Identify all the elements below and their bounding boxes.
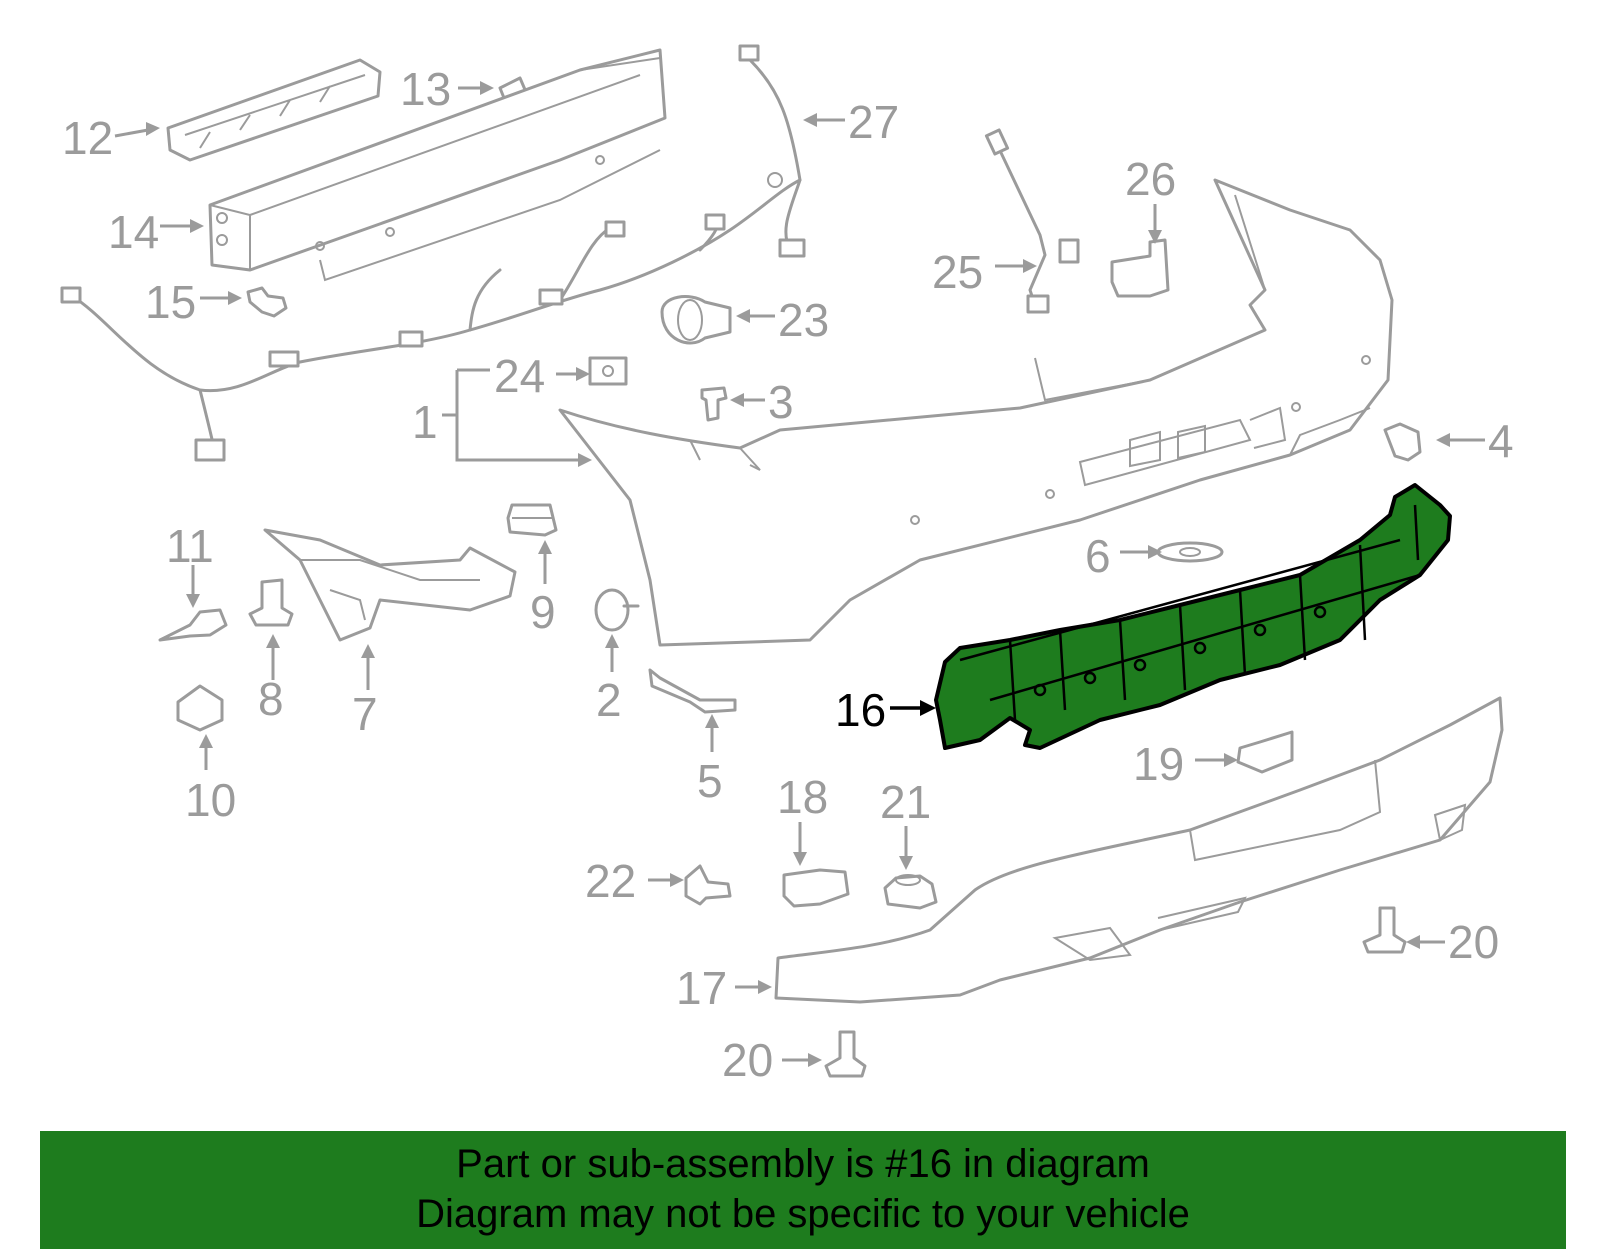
part-3-fastener <box>700 386 728 422</box>
part-25-sensor-wire <box>984 128 1080 314</box>
part-20-stud-bottom <box>824 1030 867 1078</box>
callout-15: 15 <box>145 276 196 328</box>
part-19-bracket <box>1236 730 1294 774</box>
banner-line-1: Part or sub-assembly is #16 in diagram <box>456 1142 1150 1186</box>
leader-lines <box>114 81 1485 1067</box>
callout-10: 10 <box>185 774 236 826</box>
part-2-bolt <box>594 588 640 632</box>
callout-20-bottom: 20 <box>722 1034 773 1086</box>
part-21-nut <box>883 874 938 910</box>
part-17-lower-valance <box>774 696 1504 1004</box>
part-16-energy-absorber <box>934 483 1452 750</box>
part-18-bracket <box>782 868 850 908</box>
part-22-pin <box>684 864 732 906</box>
callout-13: 13 <box>400 63 451 115</box>
callout-19: 19 <box>1133 738 1184 790</box>
part-11-rivet <box>158 608 228 642</box>
callout-11: 11 <box>166 520 214 572</box>
callout-1: 1 <box>412 396 438 448</box>
part-27-wiring-harness <box>60 44 806 462</box>
part-9-nut <box>506 503 558 537</box>
callout-24: 24 <box>494 350 545 402</box>
callout-3: 3 <box>768 376 794 428</box>
callout-21: 21 <box>880 776 931 828</box>
part-15-bolt <box>246 286 288 318</box>
part-23-sensor <box>660 295 732 345</box>
part-20-stud-right <box>1362 906 1407 954</box>
callout-22: 22 <box>585 855 636 907</box>
callout-12: 12 <box>62 112 113 164</box>
part-4-bolt <box>1383 422 1422 462</box>
callout-8: 8 <box>258 673 284 725</box>
part-1-bumper-cover <box>558 178 1394 647</box>
part-14-reinforcement <box>208 48 667 282</box>
part-6-washer <box>1156 541 1224 563</box>
callout-7: 7 <box>352 688 378 740</box>
callout-6: 6 <box>1085 530 1111 582</box>
callout-9: 9 <box>530 586 556 638</box>
callout-26: 26 <box>1125 153 1176 205</box>
part-7-bracket <box>263 528 517 642</box>
banner-line-2: Diagram may not be specific to your vehi… <box>416 1192 1190 1236</box>
callout-16: 16 <box>835 684 886 736</box>
callout-27: 27 <box>848 96 899 148</box>
callout-18: 18 <box>777 771 828 823</box>
callout-20-right: 20 <box>1448 916 1499 968</box>
callout-labels: 12 13 14 15 27 26 25 23 24 3 1 4 6 11 8 … <box>62 63 1514 1086</box>
callout-4: 4 <box>1488 415 1514 467</box>
part-5-strap <box>648 668 737 714</box>
part-12-bracket <box>166 58 382 162</box>
callout-23: 23 <box>778 294 829 346</box>
callout-14: 14 <box>108 206 159 258</box>
callout-25: 25 <box>932 246 983 298</box>
part-8-stud <box>248 578 294 627</box>
callout-2: 2 <box>596 674 622 726</box>
info-banner: Part or sub-assembly is #16 in diagram D… <box>40 1131 1566 1249</box>
callout-17: 17 <box>676 962 727 1014</box>
part-10-nut <box>176 684 224 732</box>
part-26-bracket <box>1110 238 1170 298</box>
part-24-clip <box>588 356 628 386</box>
callout-5: 5 <box>697 755 723 807</box>
